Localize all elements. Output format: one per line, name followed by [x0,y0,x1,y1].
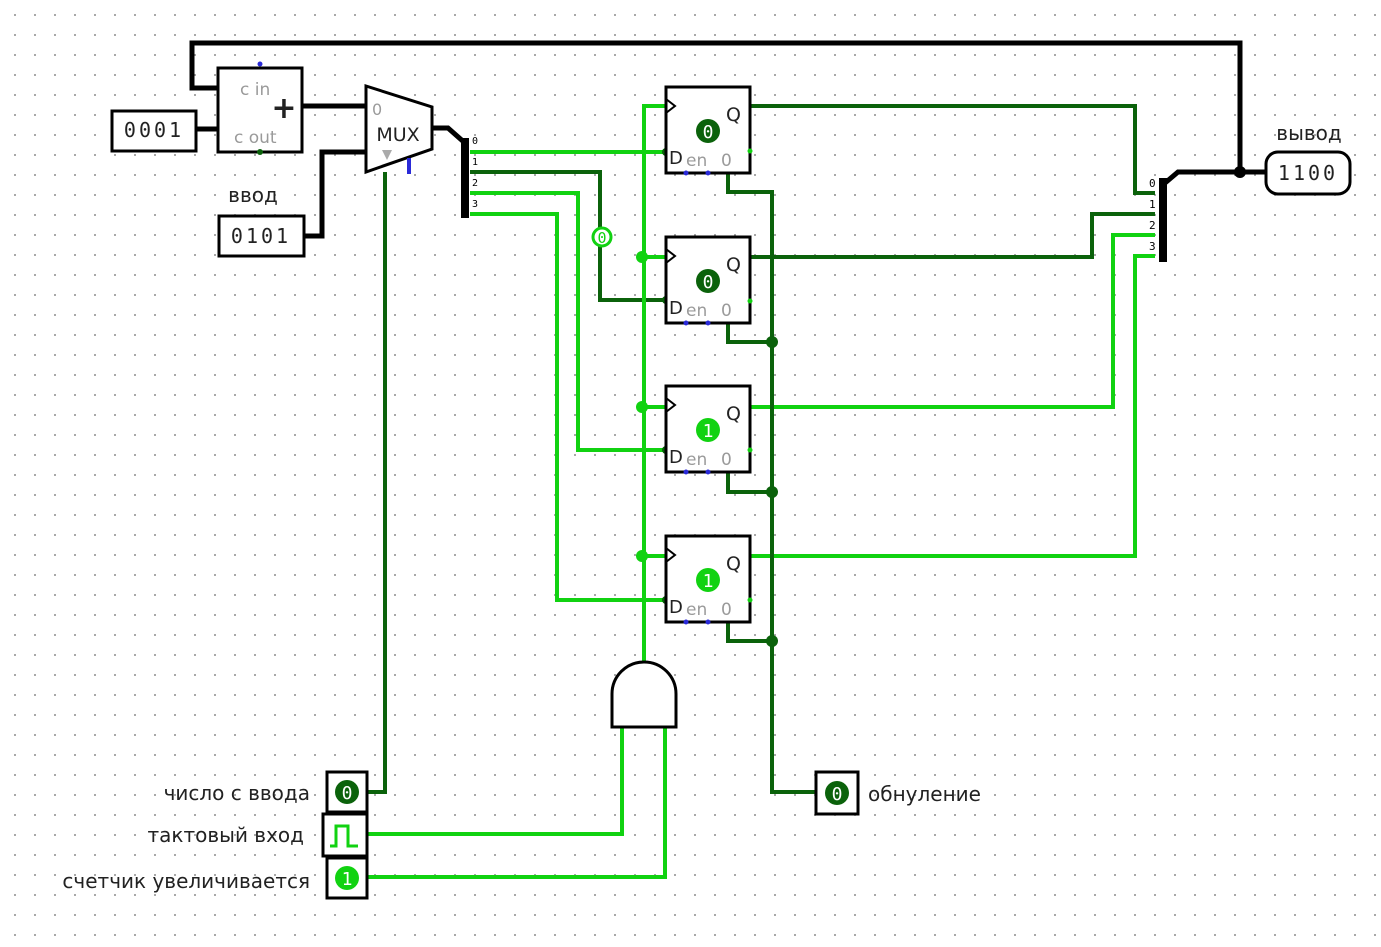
reset-wire [726,170,816,794]
and-gate[interactable] [610,660,678,729]
clock-input-label: тактовый вход [148,823,305,847]
select-wire [366,172,387,794]
register-2-state: 0 [703,272,714,293]
register-4-state: 1 [703,571,714,592]
register-3-state: 1 [703,421,714,442]
select-input-pin[interactable]: 0 [325,770,369,814]
q4-wire [750,254,1155,558]
select-input-label: число с ввода [164,781,310,805]
select-input-value: 0 [342,783,353,804]
reset-r4-wire [726,620,772,643]
adder-cout-label: c out [234,128,277,148]
q2-wire [750,212,1155,259]
register-2-en-label: en [686,301,707,321]
register-4-q-label: Q [726,553,741,575]
register-4-d-label: D [669,597,683,618]
register-2-d-label: D [669,298,683,319]
q3-wire [750,233,1155,409]
reset-label: обнуление [868,782,981,806]
register-1-zero-label: 0 [721,151,732,171]
output-splitter: 0 1 2 3 [1149,177,1167,262]
adder-cin-label: c in [240,80,270,100]
count-input-wire [366,725,667,879]
probe: 0 [591,226,613,248]
register-1[interactable]: 0 Q D en 0 [664,85,753,176]
mux-select-zero-label: 0 [372,100,382,119]
constant-one-value: 0001 [124,118,184,142]
clock-input[interactable] [321,812,369,858]
input-label: ввод [228,183,278,207]
input-pin[interactable]: 0101 [217,214,306,258]
splitter-in-bit2: 2 [472,178,478,189]
bit3-to-d4-wire [470,212,666,602]
splitter-in-bit1: 1 [472,157,478,168]
count-input-label: счетчик увеличивается [62,869,310,893]
adder[interactable]: c in c out + [216,61,304,156]
input-pin-value: 0101 [231,224,291,248]
q1-wire [750,104,1155,195]
splitter-in-bit3: 3 [472,199,478,210]
splitter-out-bit1: 1 [1149,198,1156,211]
register-1-d-label: D [669,148,683,169]
constant-one[interactable]: 0001 [110,109,198,153]
register-3[interactable]: 1 Q D en 0 [664,384,753,475]
input-splitter: 0 1 2 3 [461,136,478,218]
splitter-out-bit2: 2 [1149,219,1156,232]
wires [189,40,1266,879]
reset-r2-wire [726,320,772,344]
register-2-zero-label: 0 [721,301,732,321]
reset-input-pin[interactable]: 0 [814,770,860,816]
clock-input-wire [366,725,624,836]
mux-to-splitter-bus [432,125,467,145]
register-1-en-label: en [686,151,707,171]
register-2-q-label: Q [726,254,741,276]
register-3-en-label: en [686,450,707,470]
input-to-mux-wire [304,149,366,239]
register-2[interactable]: 0 Q D en 0 [664,235,753,326]
splitter-to-output-bus [1163,169,1266,185]
reset-input-value: 0 [832,784,843,805]
count-input-value: 1 [342,869,353,890]
register-3-q-label: Q [726,403,741,425]
register-4-en-label: en [686,600,707,620]
register-3-zero-label: 0 [721,450,732,470]
probe-value: 0 [597,229,606,247]
multiplexer[interactable]: 0 MUX [364,83,434,175]
mux-label: MUX [376,124,419,146]
register-3-d-label: D [669,447,683,468]
splitter-out-bit3: 3 [1149,240,1156,253]
reset-r3-wire [726,470,772,494]
splitter-out-bit0: 0 [1149,177,1156,190]
output-label: вывод [1276,121,1341,145]
bit2-to-d3-wire [470,191,666,452]
feedback-bus [189,40,1243,172]
clock-wave-icon [330,824,358,848]
adder-plus-icon: + [271,91,296,126]
output-pin-value: 1100 [1278,161,1338,185]
register-1-state: 0 [703,122,714,143]
count-input-pin[interactable]: 1 [325,856,369,900]
output-pin: 1100 [1264,150,1352,196]
splitter-in-bit0: 0 [472,136,478,147]
register-4[interactable]: 1 Q D en 0 [664,534,753,625]
register-1-q-label: Q [726,104,741,126]
register-4-zero-label: 0 [721,600,732,620]
clock-bus-wire [642,104,666,665]
